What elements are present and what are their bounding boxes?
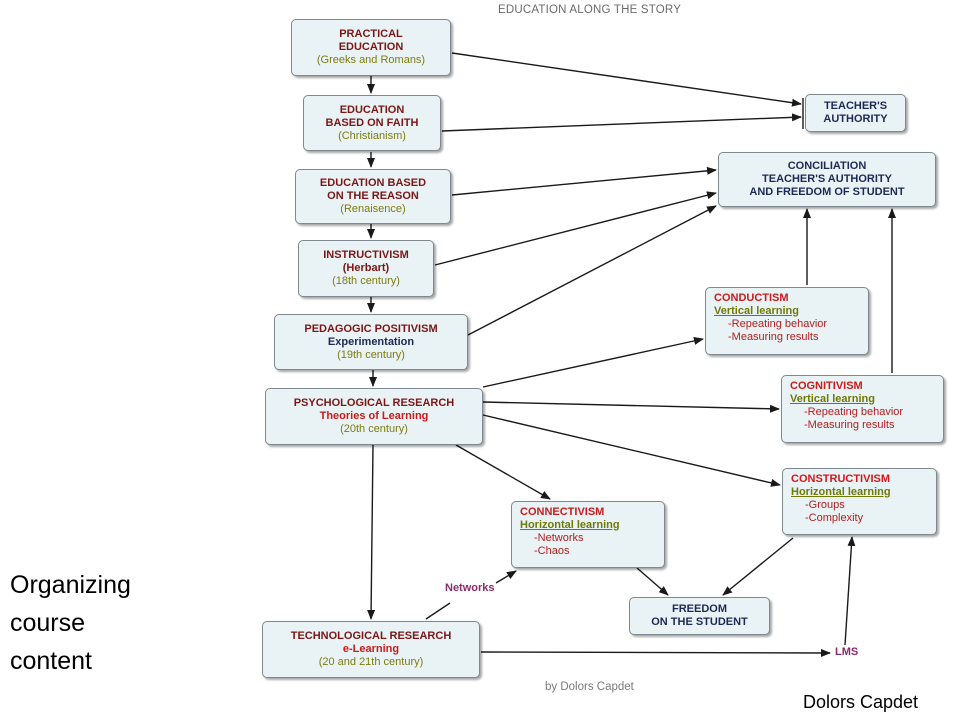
bullet-item: -Complexity [805, 512, 864, 524]
arrow-constructivism-to-freedom [722, 537, 794, 596]
map-title: EDUCATION ALONG THE STORY [498, 4, 682, 16]
arrow-practical-to-authority [451, 52, 802, 107]
author-credit: Dolors Capdet [803, 692, 919, 712]
node-subtitle: (Christianism) [338, 129, 406, 142]
node-constructivism: CONSTRUCTIVISM Horizontal learning -Grou… [782, 468, 937, 535]
learning-type: Vertical learning [714, 305, 799, 317]
bullet-item: -Networks [534, 532, 584, 544]
arrow-psychological-to-conductism [482, 337, 704, 388]
bullet-item: -Groups [805, 499, 845, 511]
caption-line: content [10, 647, 93, 675]
node-title: FREEDOM [672, 603, 727, 615]
node-freedom-student: FREEDOM ON THE STUDENT [629, 597, 770, 635]
node-title: CONSTRUCTIVISM [791, 473, 890, 485]
arrow-psychological-to-cognitivism [482, 401, 780, 413]
node-subtitle: (20th century) [340, 423, 408, 435]
arrow-technological-to-lms [480, 648, 831, 657]
node-title: Experimentation [327, 335, 415, 348]
node-instructivism: INSTRUCTIVISM (Herbart) (18th century) [298, 240, 434, 297]
learning-type: Horizontal learning [791, 486, 891, 498]
node-title: INSTRUCTIVISM [323, 249, 409, 261]
link-label-networks: Networks [445, 582, 495, 594]
node-subtitle: (Greeks and Romans) [316, 54, 426, 66]
node-title: EDUCATION BASED [319, 177, 427, 189]
node-title: CONCILIATION [787, 160, 867, 172]
node-title: (Herbart) [342, 262, 390, 274]
node-title: CONNECTIVISM [520, 506, 605, 518]
node-title: ON THE STUDENT [651, 616, 748, 628]
arrow-psychological-to-technological [367, 444, 376, 620]
learning-type: Vertical learning [790, 393, 875, 405]
node-title: AND FREEDOM OF STUDENT [749, 186, 905, 198]
node-teachers-authority: TEACHER'S AUTHORITY [805, 94, 906, 132]
node-title: COGNITIVISM [790, 380, 863, 392]
node-cognitivism: COGNITIVISM Vertical learning -Repeating… [781, 375, 944, 443]
bullet-item: -Measuring results [804, 419, 895, 431]
caption-line: course [10, 609, 86, 637]
bullet-item: -Measuring results [728, 331, 819, 343]
node-title: PRACTICAL [339, 28, 403, 40]
arrow-psychological-to-connectivism [455, 444, 551, 500]
side-caption: Organizing course content [10, 566, 131, 680]
node-title: CONDUCTISM [714, 292, 789, 304]
node-pedagogic-positivism: PEDAGOGIC POSITIVISM Experimentation (19… [274, 314, 468, 370]
bullet-item: -Chaos [534, 545, 570, 557]
node-title: AUTHORITY [823, 113, 888, 125]
node-subtitle: (Renaisence) [340, 203, 406, 215]
node-technological-research: TECHNOLOGICAL RESEARCH e-Learning (20 an… [262, 621, 480, 678]
node-title: e-Learning [342, 643, 400, 655]
node-psychological-research: PSYCHOLOGICAL RESEARCH Theories of Learn… [265, 388, 483, 445]
node-conciliation: CONCILIATION TEACHER'S AUTHORITY AND FRE… [718, 152, 936, 207]
node-education-faith: EDUCATION BASED ON FAITH (Christianism) [303, 95, 441, 151]
map-credit: by Dolors Capdet [545, 681, 634, 693]
node-education-reason: EDUCATION BASED ON THE REASON (Renaisenc… [295, 169, 451, 224]
node-title: TEACHER'S AUTHORITY [762, 173, 892, 185]
node-title: PEDAGOGIC POSITIVISM [304, 322, 438, 335]
node-title: EDUCATION [338, 41, 404, 53]
arrow-instructivism-to-conciliation [434, 191, 717, 266]
link-label-lms: LMS [835, 646, 859, 658]
arrow-networks-to-connectivism [495, 570, 517, 584]
node-practical-education: PRACTICAL EDUCATION (Greeks and Romans) [291, 19, 451, 76]
node-title: PSYCHOLOGICAL RESEARCH [293, 397, 455, 409]
arrow-lms-to-constructivism [844, 536, 856, 646]
node-subtitle: (20 and 21th century) [318, 656, 424, 668]
arrow-psychological-to-constructivism [482, 414, 781, 487]
node-title: Theories of Learning [319, 410, 429, 422]
node-connectivism: CONNECTIVISM Horizontal learning -Networ… [511, 501, 665, 568]
node-subtitle: (19th century) [337, 348, 405, 361]
bullet-item: -Repeating behavior [728, 318, 828, 330]
caption-line: Organizing [10, 571, 131, 599]
arrow-technological-to-networks [425, 602, 451, 620]
node-title: BASED ON FAITH [325, 116, 419, 129]
arrow-reason-to-conciliation [451, 166, 717, 196]
node-title: TECHNOLOGICAL RESEARCH [290, 630, 452, 642]
node-title: ON THE REASON [327, 190, 419, 202]
node-title: EDUCATION [339, 103, 405, 116]
bullet-item: -Repeating behavior [804, 406, 904, 418]
arrow-positivism-to-conciliation [467, 205, 717, 336]
node-subtitle: (18th century) [332, 275, 400, 287]
arrow-faith-to-authority [441, 113, 802, 132]
learning-type: Horizontal learning [520, 519, 620, 531]
arrow-connectivism-to-freedom [636, 567, 669, 596]
node-title: TEACHER'S [823, 100, 888, 112]
node-conductism: CONDUCTISM Vertical learning -Repeating … [705, 287, 869, 355]
